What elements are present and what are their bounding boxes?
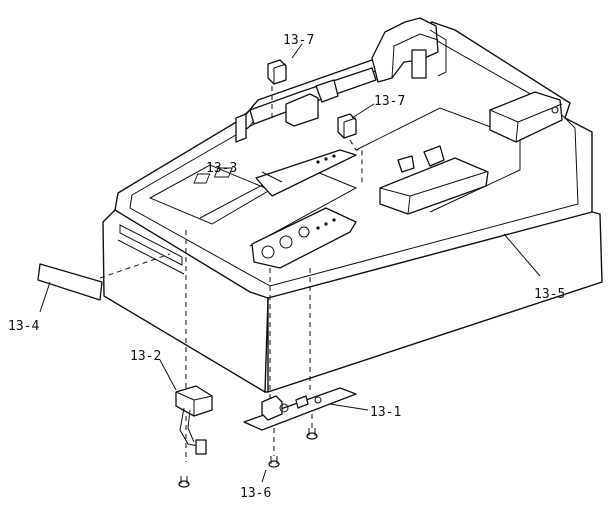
part-13-7-mid bbox=[337, 113, 363, 186]
label-13-6: 13-6 bbox=[240, 486, 271, 501]
right-housing-box bbox=[379, 145, 489, 215]
label-13-5: 13-5 bbox=[534, 287, 565, 302]
part-13-1 bbox=[243, 268, 357, 456]
label-13-3: 13-3 bbox=[206, 161, 237, 176]
screws-13-6 bbox=[268, 428, 318, 468]
part-13-7-top bbox=[267, 59, 287, 118]
label-13-2: 13-2 bbox=[130, 349, 161, 364]
right-support-block bbox=[489, 91, 563, 143]
label-13-4: 13-4 bbox=[8, 319, 39, 334]
lower-button-panel bbox=[251, 207, 357, 269]
label-13-7-mid: 13-7 bbox=[374, 94, 405, 109]
leader-lines bbox=[39, 43, 541, 483]
rear-rail bbox=[235, 67, 377, 143]
label-13-7-top: 13-7 bbox=[283, 33, 314, 48]
part-13-4 bbox=[37, 253, 171, 301]
part-13-2 bbox=[175, 230, 213, 462]
screw-13-2 bbox=[178, 476, 190, 488]
control-panel-13-3 bbox=[193, 149, 357, 197]
back-bracket bbox=[371, 17, 447, 83]
label-13-1: 13-1 bbox=[370, 405, 401, 420]
